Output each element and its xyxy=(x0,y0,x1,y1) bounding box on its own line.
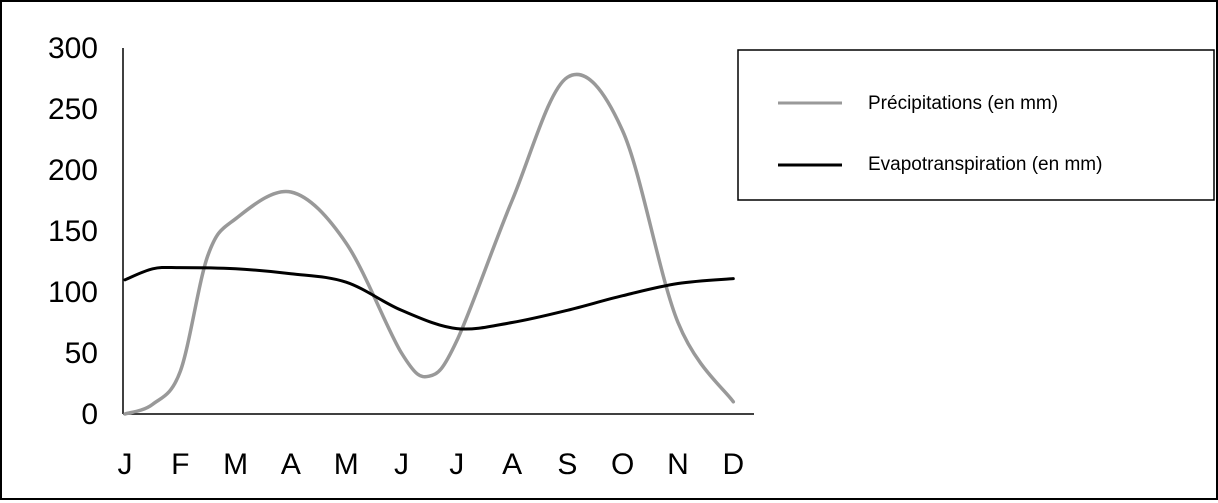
x-tick-label: S xyxy=(557,448,577,481)
x-tick-label: F xyxy=(171,448,189,481)
legend: Précipitations (en mm) Evapotranspiratio… xyxy=(737,49,1215,201)
x-tick-label: J xyxy=(118,448,133,481)
y-tick-label: 0 xyxy=(81,398,98,431)
y-tick-label: 250 xyxy=(48,93,98,126)
x-tick-label: D xyxy=(722,448,744,481)
series-layer xyxy=(123,72,736,416)
y-tick-label: 100 xyxy=(48,276,98,309)
x-tick-label: J xyxy=(394,448,409,481)
y-tick-label: 150 xyxy=(48,215,98,248)
y-tick-label: 200 xyxy=(48,154,98,187)
x-tick-label: N xyxy=(667,448,689,481)
legend-label-evapotranspiration: Evapotranspiration (en mm) xyxy=(868,154,1102,175)
legend-label-precipitations: Précipitations (en mm) xyxy=(868,93,1058,114)
y-tick-label: 300 xyxy=(48,32,98,65)
x-tick-label: M xyxy=(334,448,359,481)
y-tick-label: 50 xyxy=(65,337,98,370)
x-tick-label: J xyxy=(449,448,464,481)
series-line-precipitations xyxy=(123,72,736,416)
axes xyxy=(122,48,754,415)
legend-box xyxy=(737,49,1215,201)
x-tick-label: M xyxy=(223,448,248,481)
x-tick-label: A xyxy=(502,448,522,481)
x-tick-label: A xyxy=(281,448,301,481)
series-line-evapotranspiration xyxy=(123,265,735,331)
x-tick-label: O xyxy=(611,448,634,481)
y-tick-labels: 0 50 100 150 200 250 300 xyxy=(48,32,98,431)
